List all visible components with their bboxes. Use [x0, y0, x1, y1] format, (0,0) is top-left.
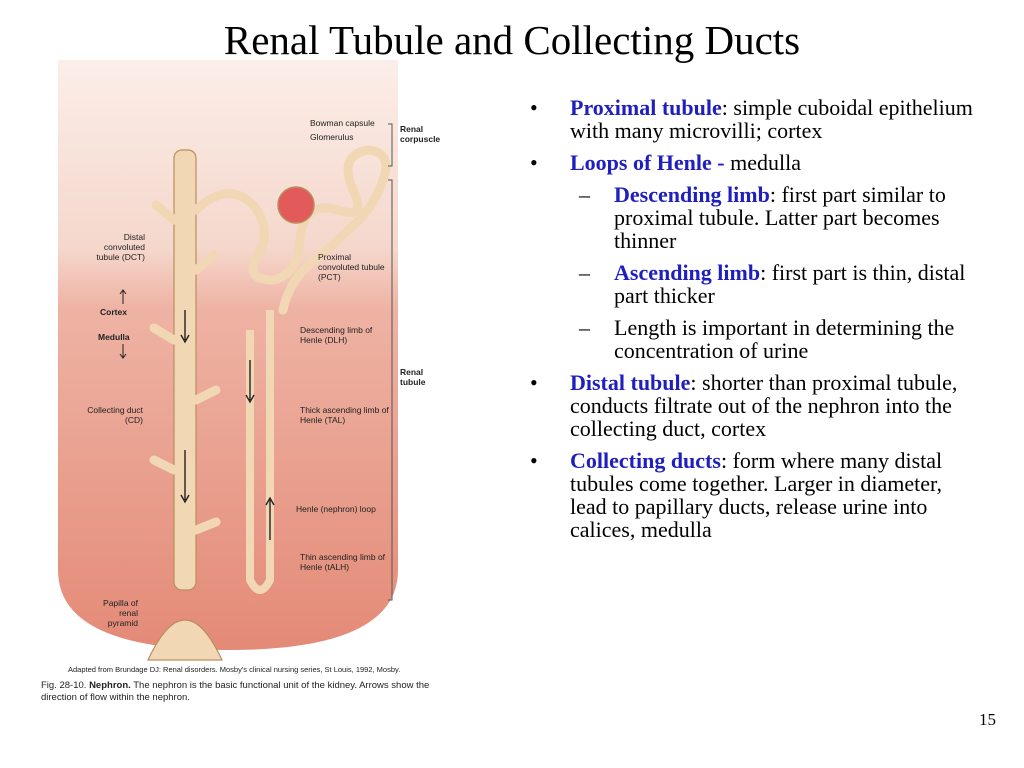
bullet-term: Distal tubule: [570, 370, 691, 395]
sub-bullet-term: Descending limb: [614, 182, 770, 207]
bullet-text: : simple cuboidal epithelium with many m…: [570, 95, 973, 143]
bullet-dot-icon: •: [530, 448, 538, 473]
caption-text: The nephron is the basic functional unit…: [41, 680, 430, 703]
dash-icon: –: [579, 315, 590, 340]
bullet-dot-icon: •: [530, 95, 538, 120]
label-renal-tubule: Renal tubule: [400, 367, 426, 387]
label-talh: Thin ascending limb of Henle (tALH): [300, 552, 386, 572]
label-pct: Proximal convoluted tubule (PCT): [318, 252, 385, 282]
figure-credit: Adapted from Brundage DJ: Renal disorder…: [68, 665, 401, 674]
label-dct: Distal convoluted tubule (DCT): [96, 232, 145, 262]
label-renal-corpuscle: Renal corpuscle: [400, 124, 441, 144]
label-tal: Thick ascending limb of Henle (TAL): [300, 405, 389, 425]
bullet-distal-tubule: • Distal tubule: shorter than proximal t…: [530, 371, 980, 440]
bullet-dot-icon: •: [530, 370, 538, 395]
bullet-loops-of-henle: • Loops of Henle - medulla: [530, 151, 980, 174]
label-henle-loop: Henle (nephron) loop: [296, 504, 376, 514]
medulla-arrow-icon: [119, 344, 127, 359]
flow-arrow-icon: [245, 360, 255, 404]
bullet-text: : form where many distal tubules come to…: [570, 448, 943, 542]
figure-caption: Fig. 28-10. Nephron. The nephron is the …: [41, 680, 461, 704]
page-number: 15: [979, 710, 996, 729]
bullet-term: Loops of Henle -: [570, 150, 725, 175]
caption-fig-number: Fig. 28-10.: [41, 680, 87, 691]
dash-icon: –: [579, 182, 590, 207]
collecting-duct-branches: [149, 200, 221, 535]
bullet-collecting-ducts: • Collecting ducts: form where many dist…: [530, 449, 980, 541]
sub-bullet-length: – Length is important in determining the…: [530, 316, 980, 362]
bullet-text: : shorter than proximal tubule, conducts…: [570, 370, 958, 441]
label-cortex: Cortex: [100, 307, 127, 317]
renal-tubule-bracket: [388, 179, 393, 601]
bullet-term: Collecting ducts: [570, 448, 721, 473]
sub-bullet-ascending-limb: – Ascending limb: first part is thin, di…: [530, 261, 980, 307]
sub-bullet-text: Length is important in determining the c…: [614, 315, 955, 363]
caption-bold: Nephron.: [89, 680, 131, 691]
bullet-dot-icon: •: [530, 150, 538, 175]
sub-bullet-descending-limb: – Descending limb: first part similar to…: [530, 183, 980, 252]
label-glomerulus: Glomerulus: [310, 132, 354, 142]
papilla-shape: [147, 619, 223, 661]
label-medulla: Medulla: [98, 332, 130, 342]
glomerulus-shape: [277, 186, 315, 224]
bullet-term: Proximal tubule: [570, 95, 722, 120]
dash-icon: –: [579, 260, 590, 285]
bullet-proximal-tubule: • Proximal tubule: simple cuboidal epith…: [530, 96, 980, 142]
bullet-text: medulla: [724, 150, 801, 175]
sub-bullet-text: : first part is thin, distal part thicke…: [614, 260, 966, 308]
slide-title: Renal Tubule and Collecting Ducts: [223, 17, 801, 63]
flow-arrow-icon: [180, 310, 190, 344]
label-papilla: Papilla of renal pyramid: [103, 598, 138, 628]
nephron-figure: Bowman capsule Glomerulus Renal corpuscl…: [38, 60, 478, 710]
convoluted-tubule-shape: [191, 145, 391, 315]
sub-bullet-term: Ascending limb: [614, 260, 761, 285]
bullet-list: • Proximal tubule: simple cuboidal epith…: [530, 96, 980, 550]
cortex-arrow-icon: [119, 289, 127, 304]
label-cd: Collecting duct (CD): [87, 405, 143, 425]
collecting-duct-shape: [173, 149, 197, 591]
loop-of-henle-shape: [246, 310, 274, 594]
nephron-illustration: [58, 60, 398, 661]
flow-arrow-icon: [180, 450, 190, 504]
sub-bullet-text: : first part similar to proximal tubule.…: [614, 182, 946, 253]
label-bowman-capsule: Bowman capsule: [310, 118, 375, 128]
label-dlh: Descending limb of Henle (DLH): [300, 325, 373, 345]
flow-arrow-icon: [265, 496, 275, 540]
renal-corpuscle-bracket: [388, 123, 393, 167]
